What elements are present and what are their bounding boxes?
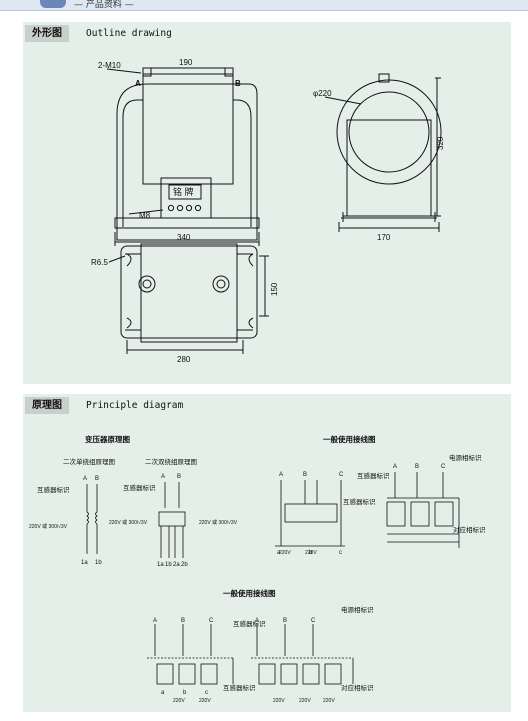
dim-170: 170 — [377, 233, 391, 242]
label-r65: R6.5 — [91, 258, 108, 267]
mark-label: 互感器标识 — [37, 485, 70, 494]
plan-view-core — [140, 243, 238, 343]
outline-drawing-panel: 外形图 Outline drawing — [23, 22, 511, 384]
mount-hole — [142, 279, 152, 289]
label-m8: M8 — [139, 211, 151, 220]
mark-label-6: 互感器标识 — [223, 683, 256, 692]
nameplate — [168, 184, 202, 200]
top-banner: — 产品资料 — — [0, 0, 528, 11]
single-title: 二次单绕组原理图 — [63, 457, 115, 466]
double-title: 二次双绕组原理图 — [145, 457, 197, 466]
v220-f: 220V — [299, 698, 311, 704]
principle-title: Principle diagram — [86, 400, 184, 411]
principle-diagram-panel: 原理图 Principle diagram 变压器原理图 二次单绕组原理图 二次… — [23, 394, 511, 712]
power-mark: 电源相标识 — [449, 453, 482, 462]
label-A6: A — [255, 618, 259, 624]
label-B5: B — [181, 618, 185, 624]
front-view-base — [114, 217, 260, 229]
dim-320: 320 — [436, 136, 445, 150]
side-view-terminal — [378, 73, 390, 83]
dim-190: 190 — [179, 58, 193, 67]
label-b3: b — [309, 550, 313, 556]
label-A4: A — [393, 464, 397, 470]
power-mark-2: 电源相标识 — [341, 605, 374, 614]
dim-280: 280 — [177, 355, 191, 364]
terminal-a-label: A — [135, 79, 141, 88]
v220-b: 220V — [305, 550, 317, 556]
v220-d: 220V — [199, 698, 211, 704]
dim-150: 150 — [270, 282, 279, 296]
label-2m10: 2-M10 — [98, 61, 121, 70]
label-C6: C — [311, 618, 316, 624]
label-A1: A — [83, 476, 87, 482]
v-double-b: 220V 或 300/√3V — [199, 519, 238, 526]
principle-header: 原理图 Principle diagram — [23, 394, 511, 416]
v220-e: 220V — [273, 698, 285, 704]
label-c5: c — [205, 690, 208, 696]
v220-a: 220V — [279, 550, 291, 556]
label-B4: B — [415, 464, 419, 470]
mark-label-2: 互感器标识 — [123, 483, 156, 492]
label-1a-1: 1a — [81, 560, 88, 566]
label-B1: B — [95, 476, 99, 482]
principle-tag: 原理图 — [25, 397, 69, 414]
label-2b: 2b — [181, 562, 188, 568]
terminal-screw — [167, 204, 175, 212]
label-a3: a — [277, 550, 281, 556]
v220-c: 220V — [173, 698, 185, 704]
corr-mark: 对应相标识 — [453, 525, 486, 534]
v-double-a: 220V 或 300/√3V — [109, 519, 148, 526]
terminal-a-stud — [142, 67, 152, 77]
terminal-b-stud — [224, 67, 234, 77]
transformer-title: 变压器原理图 — [85, 434, 130, 444]
label-A3: A — [279, 472, 283, 478]
label-b5: b — [183, 690, 187, 696]
side-view-ring — [336, 79, 442, 185]
outline-tag: 外形图 — [25, 25, 69, 42]
label-1b-1: 1b — [95, 560, 102, 566]
v220-g: 220V — [323, 698, 335, 704]
label-C5: C — [209, 618, 214, 624]
wiring-title: 一般使用接线图 — [323, 434, 376, 444]
label-C4: C — [441, 464, 446, 470]
front-view-body — [116, 83, 258, 241]
mount-hole — [138, 275, 156, 293]
side-view-ring-inner — [348, 91, 430, 173]
mark-label-3: 互感器标识 — [357, 471, 390, 480]
label-C3: C — [339, 472, 344, 478]
side-view-body — [346, 119, 432, 217]
mount-hole — [212, 275, 230, 293]
outline-drawing-svg: 2-M10 190 A B 铭 牌 M8 340 φ220 320 170 R6… — [91, 58, 445, 364]
label-A5: A — [153, 618, 157, 624]
principle-diagram-svg: 变压器原理图 二次单绕组原理图 二次双绕组原理图 互感器标识 互感器标识 220… — [29, 434, 486, 704]
label-B6: B — [283, 618, 287, 624]
dia-220: φ220 — [313, 89, 332, 98]
label-B3: B — [303, 472, 307, 478]
outline-title: Outline drawing — [86, 28, 172, 39]
label-2a: 2a — [173, 562, 180, 568]
banner-text: — 产品资料 — — [74, 0, 134, 10]
terminal-screw — [176, 204, 184, 212]
label-A2: A — [161, 474, 165, 480]
mount-hole — [216, 279, 226, 289]
terminal-b-label: B — [235, 79, 241, 88]
label-1b-2: 1b — [165, 562, 172, 568]
plan-view-base — [120, 245, 258, 339]
dim-340: 340 — [177, 233, 191, 242]
mark-label-4: 互感器标识 — [343, 497, 376, 506]
front-view-core — [142, 73, 234, 185]
label-B2: B — [177, 474, 181, 480]
corr-mark-2: 对应相标识 — [341, 683, 374, 692]
wiring-title-2: 一般使用接线图 — [223, 588, 276, 598]
company-logo — [40, 0, 66, 8]
label-1a-2: 1a — [157, 562, 164, 568]
terminal-screw — [185, 204, 193, 212]
outline-header: 外形图 Outline drawing — [23, 22, 511, 44]
label-c3: c — [339, 550, 342, 556]
v-single: 220V 或 300/√3V — [29, 523, 68, 530]
terminal-screw — [194, 204, 202, 212]
label-a5: a — [161, 690, 165, 696]
nameplate-label: 铭 牌 — [173, 186, 194, 197]
mark-label-5: 互感器标识 — [233, 619, 266, 628]
